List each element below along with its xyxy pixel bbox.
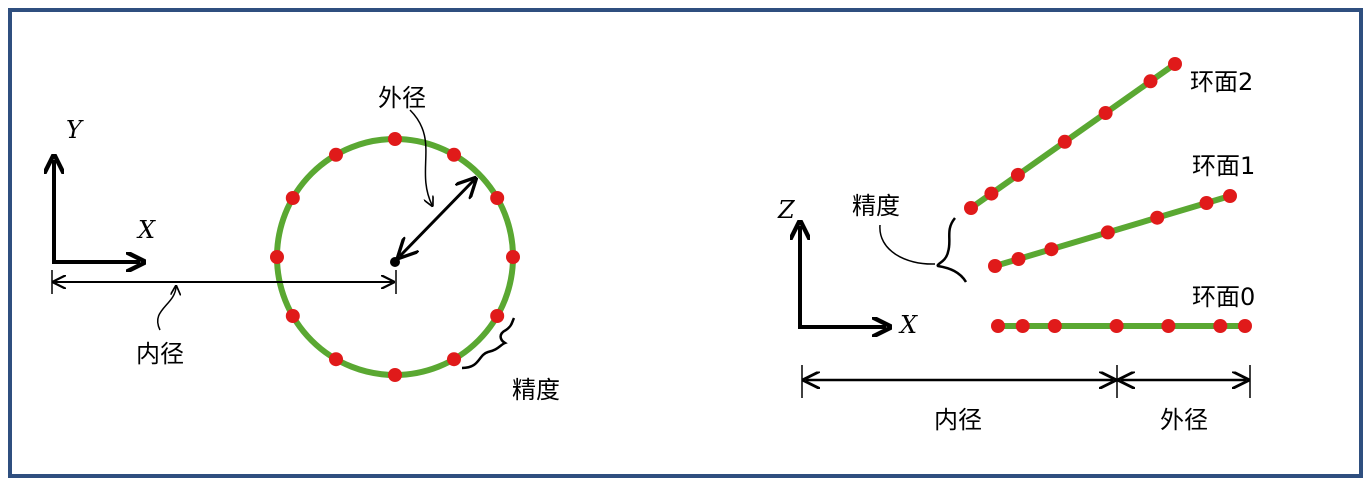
surface-0-point [991, 319, 1005, 333]
precision-label: 精度 [512, 376, 560, 404]
surface-points [964, 57, 1252, 333]
surface-1-point [1100, 225, 1115, 240]
surface-1-point [988, 259, 1002, 273]
surface-0-point [1213, 319, 1228, 333]
x-axis-label: X [136, 216, 156, 244]
surface-0-point [1238, 319, 1252, 333]
outer-diameter-label: 外径 [378, 84, 426, 112]
surface-1-point [1150, 210, 1165, 225]
ring-surface-2-line [969, 61, 1177, 211]
y-axis-label: Y [66, 116, 84, 144]
surface-1-point [1199, 196, 1214, 210]
ring-point [506, 250, 520, 264]
ring-surface-1-label: 环面1 [1192, 152, 1255, 180]
surface-2-point [964, 201, 978, 215]
surface-1-point [1223, 189, 1237, 203]
ring-point [490, 309, 505, 323]
xz-axes: Z X [777, 196, 918, 339]
precision-brace-right [936, 217, 968, 283]
surface-2-point [984, 186, 999, 201]
surface-0-point [1015, 319, 1030, 333]
ring-point [329, 147, 343, 162]
ring-point [447, 147, 461, 162]
surface-0-point [1047, 319, 1062, 333]
ring-points [270, 132, 520, 382]
outer-diameter-leader [409, 109, 432, 205]
outer-frame [8, 8, 1363, 478]
x-axis-label-right: X [898, 311, 918, 339]
surface-0-point [1109, 319, 1124, 333]
precision-brace [461, 317, 516, 370]
z-axis-label: Z [777, 196, 796, 224]
ring-point [329, 352, 343, 367]
surface-1-point [1011, 252, 1026, 266]
ring-point [490, 191, 505, 205]
inner-diameter-label-right: 内径 [934, 406, 982, 434]
inner-diameter-leader [157, 287, 176, 331]
ring-point [270, 250, 284, 264]
surface-2-point [1098, 106, 1113, 120]
surface-0-point [1161, 319, 1176, 333]
ring-surface-0-label: 环面0 [1192, 283, 1255, 311]
ring-surface-2-label: 环面2 [1190, 68, 1253, 96]
outer-radius-arrow [400, 180, 474, 256]
ring-point [447, 352, 461, 367]
outer-diameter-label-right: 外径 [1160, 406, 1208, 434]
ring-point [388, 368, 402, 382]
right-diagram: Z X 环面2 环面1 环面0 精度 内径 外径 [777, 57, 1255, 434]
center-point [390, 257, 400, 267]
ring-point [285, 309, 300, 323]
left-diagram: Y X 外径 内径 精度 [52, 84, 560, 404]
surface-2-point [1143, 74, 1158, 89]
xy-axes: Y X [52, 116, 156, 263]
surface-2-point [1057, 134, 1072, 149]
surface-2-point [1168, 57, 1182, 71]
surface-2-point [1010, 167, 1025, 182]
precision-leader-right [879, 224, 936, 265]
ring-point [285, 191, 300, 205]
surface-1-point [1044, 242, 1059, 257]
inner-diameter-label: 内径 [136, 340, 184, 368]
ring-point [388, 132, 402, 146]
precision-label-right: 精度 [852, 192, 900, 220]
